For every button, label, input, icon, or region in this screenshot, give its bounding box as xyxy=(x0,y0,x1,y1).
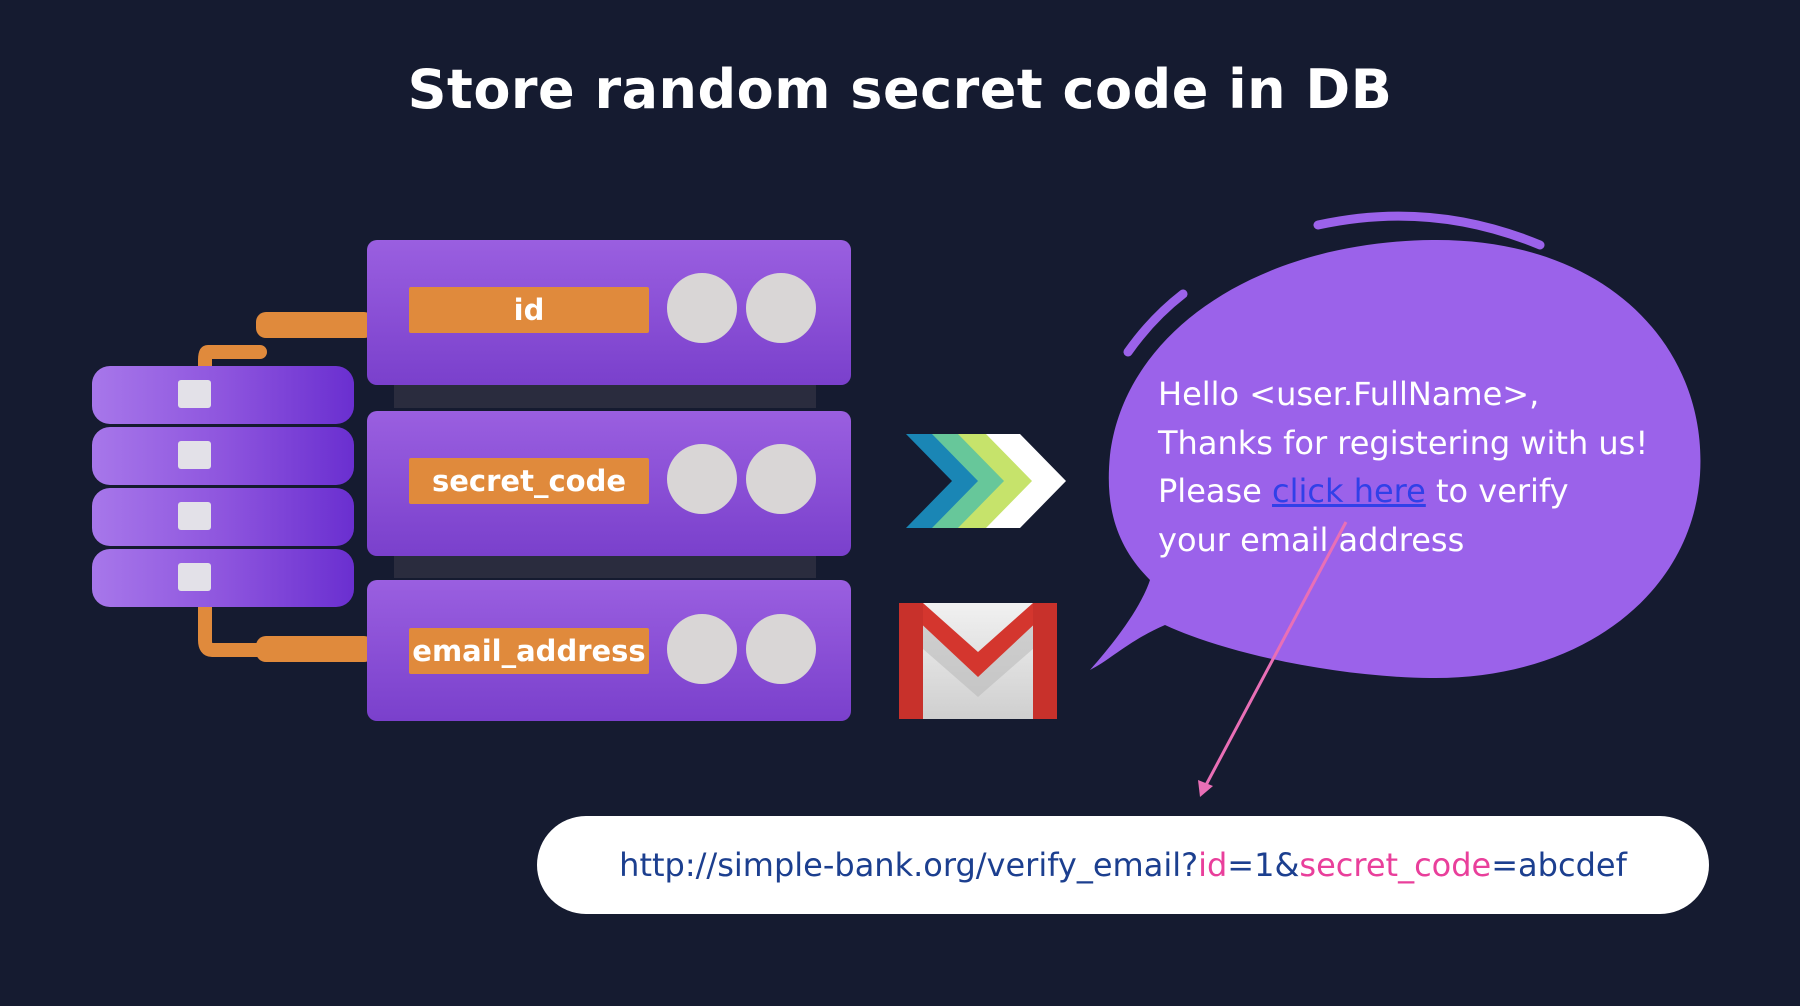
url-param-secret-code-value: =abcdef xyxy=(1491,846,1627,884)
email-text-please: Please xyxy=(1158,472,1273,510)
arrow-chevrons-icon xyxy=(906,434,1066,528)
url-param-id: id xyxy=(1198,846,1228,884)
email-line-greeting: Hello <user.FullName>, xyxy=(1158,375,1540,413)
field-id-label: id xyxy=(513,293,545,327)
url-param-id-value: =1& xyxy=(1227,846,1300,884)
url-param-secret-code: secret_code xyxy=(1299,846,1492,884)
page-title: Store random secret code in DB xyxy=(407,58,1393,121)
email-line-thanks: Thanks for registering with us! xyxy=(1158,423,1649,462)
link-arrow xyxy=(1198,521,1348,797)
email-line-verify: Please click here to verify xyxy=(1158,467,1678,516)
field-secret-code-label: secret_code xyxy=(432,464,626,498)
email-message: Hello <user.FullName>, Thanks for regist… xyxy=(1158,370,1678,564)
speech-bubble-icon xyxy=(1090,211,1701,679)
click-here-link[interactable]: click here xyxy=(1272,472,1426,510)
field-email-address-label: email_address xyxy=(412,634,646,668)
gmail-icon xyxy=(899,603,1057,719)
verify-url-bar[interactable]: http://simple-bank.org/verify_email?id=1… xyxy=(537,816,1709,914)
email-text-to-verify: to verify xyxy=(1425,472,1569,510)
email-line-address: your email address xyxy=(1158,520,1465,559)
server-stack xyxy=(367,240,851,721)
database-icon xyxy=(92,312,374,662)
url-base: http://simple-bank.org/verify_email? xyxy=(619,846,1199,884)
